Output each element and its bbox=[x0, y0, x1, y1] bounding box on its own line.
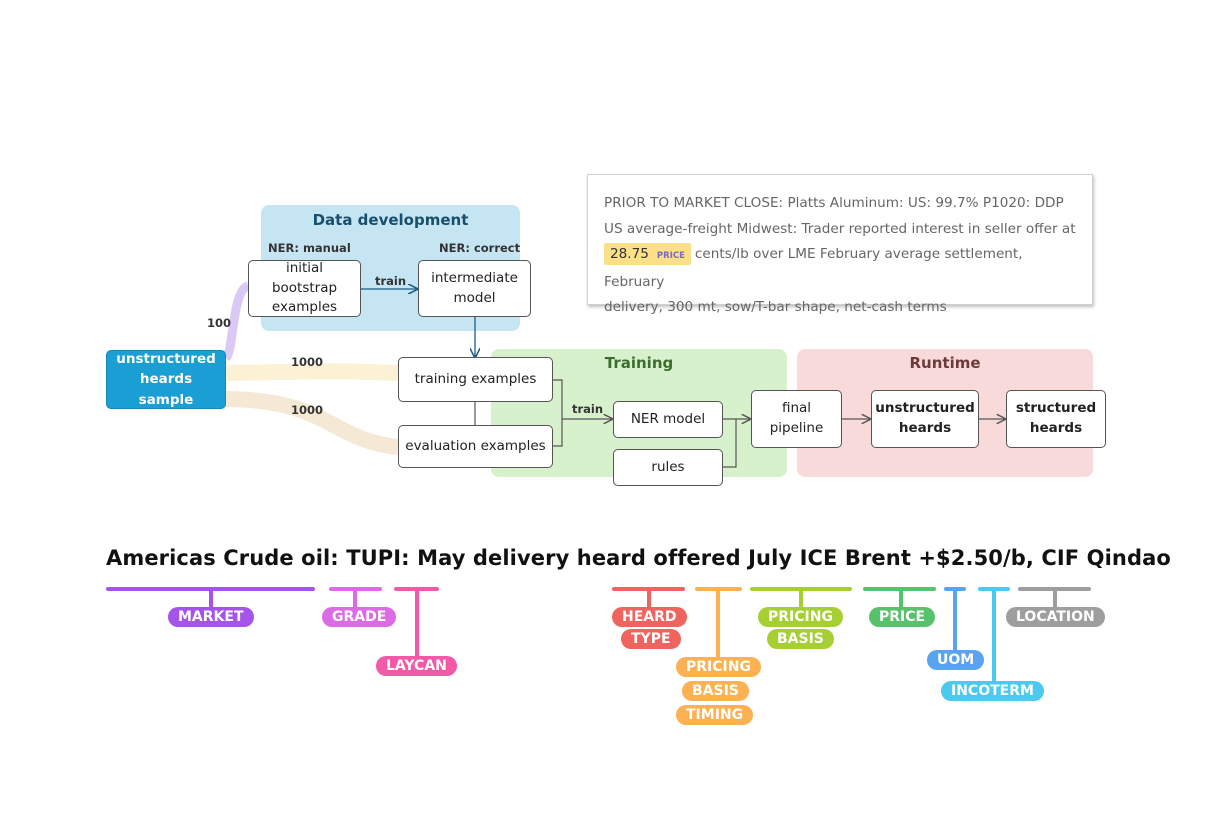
examples-bracket bbox=[553, 379, 563, 447]
entity-basis: BASIS bbox=[767, 629, 834, 649]
laycan-stem bbox=[415, 589, 419, 657]
structured-heards-node: structured heards bbox=[1006, 390, 1106, 448]
train-label-ner: train bbox=[572, 402, 604, 416]
source-node: unstructured heards sample bbox=[106, 350, 226, 409]
price-value: 28.75 bbox=[610, 246, 649, 262]
entity-heard: HEARD bbox=[612, 607, 687, 627]
final-pipeline-node: final pipeline bbox=[751, 390, 842, 448]
ner-model-node: NER model bbox=[613, 401, 723, 438]
ribbon-1000-training bbox=[225, 363, 399, 381]
example-sentence: Americas Crude oil: TUPI: May delivery h… bbox=[106, 546, 1171, 570]
data-development-title: Data development bbox=[312, 211, 469, 229]
location-stem bbox=[1053, 589, 1057, 609]
ner-correct-label: NER: correct bbox=[439, 241, 521, 255]
entity-basis-timing: BASIS bbox=[682, 681, 749, 701]
grade-stem bbox=[353, 589, 357, 609]
heard-type-stem bbox=[647, 589, 651, 609]
entity-incoterm: INCOTERM bbox=[941, 681, 1044, 701]
count-100-label: 100 bbox=[207, 316, 232, 330]
price-entity-tag: PRICE bbox=[656, 251, 685, 261]
entity-pricing: PRICING bbox=[758, 607, 843, 627]
callout-line-1: PRIOR TO MARKET CLOSE: Platts Aluminum: … bbox=[604, 195, 1064, 211]
entity-pricing-timing: PRICING bbox=[676, 657, 761, 677]
ner-manual-label: NER: manual bbox=[268, 241, 351, 255]
rules-to-pipeline-line bbox=[723, 419, 737, 468]
evaluation-examples-node: evaluation examples bbox=[398, 425, 553, 468]
uom-stem bbox=[953, 589, 957, 651]
unstructured-heards-node: unstructured heards bbox=[871, 390, 979, 448]
count-1000-evaluation-label: 1000 bbox=[291, 403, 324, 417]
entity-laycan: LAYCAN bbox=[376, 656, 457, 676]
entity-location: LOCATION bbox=[1006, 607, 1105, 627]
callout-line-3-rest: cents/lb over LME February average settl… bbox=[604, 246, 1023, 290]
incoterm-stem bbox=[992, 589, 996, 683]
intermediate-model-node: intermediate model bbox=[418, 260, 531, 317]
callout-line-4: delivery, 300 mt, sow/T-bar shape, net-c… bbox=[604, 299, 947, 315]
entity-uom: UOM bbox=[927, 650, 985, 670]
pricing-basis-stem bbox=[799, 589, 803, 609]
ribbon-1000-evaluation bbox=[225, 391, 399, 455]
market-stem bbox=[209, 589, 213, 609]
training-title: Training bbox=[604, 354, 674, 372]
entity-grade: GRADE bbox=[322, 607, 397, 627]
entity-timing: TIMING bbox=[676, 705, 754, 725]
pricing-basis-timing-stem bbox=[716, 589, 720, 659]
price-stem bbox=[899, 589, 903, 609]
bootstrap-node: initial bootstrap examples bbox=[248, 260, 361, 317]
training-examples-node: training examples bbox=[398, 357, 553, 402]
count-1000-training-label: 1000 bbox=[291, 355, 324, 369]
callout-line-2: US average-freight Midwest: Trader repor… bbox=[604, 220, 1076, 237]
ribbon-100 bbox=[222, 281, 251, 362]
entity-market: MARKET bbox=[168, 607, 254, 627]
rules-node: rules bbox=[613, 449, 723, 486]
entity-price: PRICE bbox=[869, 607, 936, 627]
example-heard-callout: PRIOR TO MARKET CLOSE: Platts Aluminum: … bbox=[587, 174, 1093, 315]
price-highlight: 28.75 PRICE bbox=[604, 243, 691, 265]
runtime-title: Runtime bbox=[909, 354, 981, 372]
train-label-dev: train bbox=[375, 274, 407, 288]
entity-type: TYPE bbox=[621, 629, 681, 649]
